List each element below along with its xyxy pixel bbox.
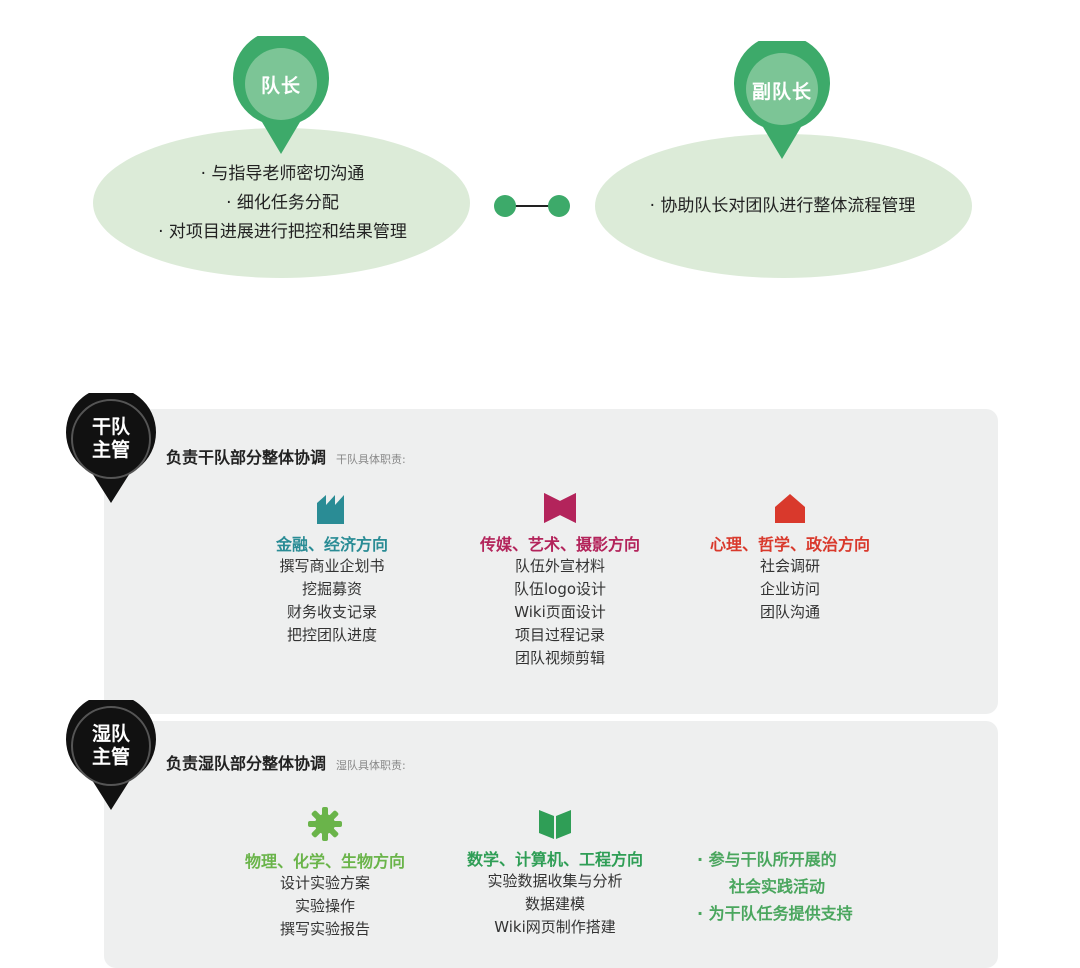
vice-captain-title: 副队长 bbox=[751, 81, 812, 103]
captain-pin-icon bbox=[233, 36, 329, 154]
duty-item: Wiki网页制作搭建 bbox=[494, 918, 616, 936]
gear-icon bbox=[308, 807, 342, 841]
duty-item: 数据建模 bbox=[524, 895, 585, 913]
wet-team-panel bbox=[104, 721, 998, 968]
wet-team-subtitle: 湿队具体职责: bbox=[336, 759, 406, 772]
duty-item: 挖掘募资 bbox=[301, 580, 362, 598]
dry-team-panel bbox=[104, 409, 998, 714]
duty-item: 社会调研 bbox=[759, 557, 820, 575]
dry-team-subtitle: 干队具体职责: bbox=[336, 453, 406, 466]
captain-duty: · 细化任务分配 bbox=[226, 193, 339, 213]
bowtie-icon bbox=[544, 493, 576, 523]
captain-title: 队长 bbox=[260, 75, 301, 97]
vice-captain-pin-icon bbox=[734, 41, 830, 159]
wet-team-title: 负责湿队部分整体协调湿队具体职责: bbox=[166, 754, 406, 773]
wet-team-support-list: · 参与干队所开展的 社会实践活动 · 为干队任务提供支持 bbox=[697, 846, 853, 927]
factory-icon bbox=[317, 495, 344, 524]
support-item: 社会实践活动 bbox=[729, 877, 826, 896]
support-item: · 参与干队所开展的 bbox=[697, 850, 837, 869]
link-connector-icon bbox=[494, 195, 570, 217]
dry-team-badge-label: 干队 主管 bbox=[91, 416, 130, 461]
duty-item: 项目过程记录 bbox=[514, 626, 605, 644]
vice-captain-duties: · 协助队长对团队进行整体流程管理 bbox=[610, 192, 955, 221]
direction-name: 传媒、艺术、摄影方向 bbox=[479, 535, 640, 554]
dry-team-title: 负责干队部分整体协调干队具体职责: bbox=[166, 448, 406, 467]
direction-science: 物理、化学、生物方向 设计实验方案 实验操作 撰写实验报告 bbox=[220, 806, 430, 941]
duty-item: 财务收支记录 bbox=[286, 603, 377, 621]
captain-duties: · 与指导老师密切沟通 · 细化任务分配 · 对项目进展进行把控和结果管理 bbox=[110, 160, 455, 247]
wet-team-badge-label: 湿队 主管 bbox=[91, 723, 130, 768]
direction-finance: 金融、经济方向 撰写商业企划书 挖掘募资 财务收支记录 把控团队进度 bbox=[232, 491, 432, 647]
direction-name: 数学、计算机、工程方向 bbox=[466, 850, 643, 869]
duty-item: 撰写商业企划书 bbox=[279, 557, 385, 575]
vice-captain-duty: · 协助队长对团队进行整体流程管理 bbox=[649, 196, 916, 216]
wet-team-badge-icon bbox=[66, 700, 156, 810]
captain-duty: · 与指导老师密切沟通 bbox=[200, 164, 365, 184]
dry-team-badge-icon bbox=[66, 393, 156, 503]
duty-item: 撰写实验报告 bbox=[279, 920, 370, 938]
vice-captain-ellipse bbox=[595, 134, 972, 278]
house-icon bbox=[775, 494, 805, 523]
direction-media: 传媒、艺术、摄影方向 队伍外宣材料 队伍logo设计 Wiki页面设计 项目过程… bbox=[460, 491, 660, 670]
duty-item: 队伍logo设计 bbox=[513, 580, 607, 598]
duty-item: Wiki页面设计 bbox=[514, 603, 606, 621]
duty-item: 实验数据收集与分析 bbox=[487, 872, 623, 890]
direction-name: 心理、哲学、政治方向 bbox=[709, 535, 870, 554]
duty-item: 实验操作 bbox=[294, 897, 355, 915]
duty-item: 团队视频剪辑 bbox=[514, 649, 605, 667]
duty-item: 团队沟通 bbox=[759, 603, 820, 621]
duty-item: 企业访问 bbox=[759, 580, 820, 598]
direction-engineering: 数学、计算机、工程方向 实验数据收集与分析 数据建模 Wiki网页制作搭建 bbox=[445, 806, 665, 939]
duty-item: 队伍外宣材料 bbox=[514, 557, 605, 575]
direction-psychology: 心理、哲学、政治方向 社会调研 企业访问 团队沟通 bbox=[690, 491, 890, 624]
captain-duty: · 对项目进展进行把控和结果管理 bbox=[158, 222, 407, 242]
duty-item: 设计实验方案 bbox=[279, 874, 370, 892]
book-icon bbox=[539, 810, 571, 839]
direction-name: 金融、经济方向 bbox=[275, 535, 388, 554]
direction-name: 物理、化学、生物方向 bbox=[244, 852, 405, 871]
support-item: · 为干队任务提供支持 bbox=[697, 904, 853, 923]
duty-item: 把控团队进度 bbox=[286, 626, 377, 644]
